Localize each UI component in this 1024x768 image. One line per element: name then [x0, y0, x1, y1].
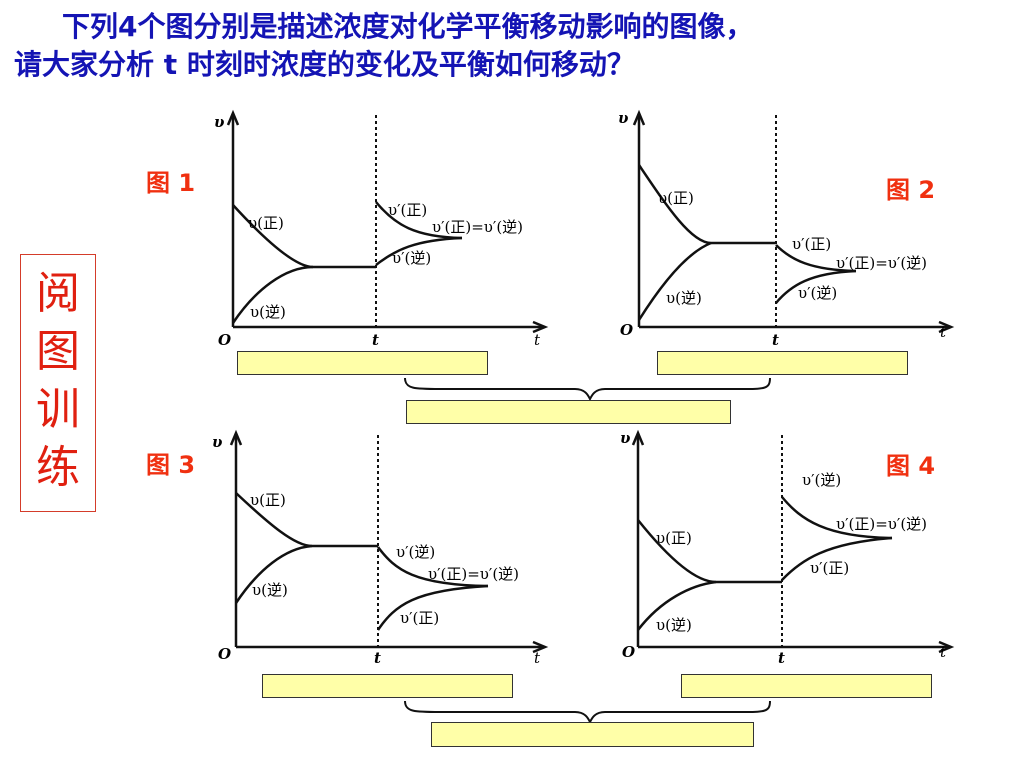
origin-label: O — [218, 331, 231, 349]
x-axis-label: t — [534, 331, 541, 349]
side-char: 训 — [36, 384, 80, 435]
curve-label-after-lower: υ′(正) — [400, 609, 439, 627]
origin-label: O — [218, 645, 231, 663]
figure-2-label: 图 2 — [886, 176, 936, 204]
curve-label-reverse: υ(逆) — [656, 616, 692, 634]
origin-label: O — [620, 321, 633, 339]
curve-after-forward-2 — [376, 584, 489, 631]
x-axis-arrow — [532, 320, 549, 334]
x-axis-arrow — [532, 640, 549, 654]
title-line-1: 下列4个图分别是描述浓度对化学平衡移动影响的图像， — [62, 10, 754, 43]
answer-box-conclusion-3-4[interactable] — [431, 722, 754, 747]
answer-box-figure-3[interactable] — [262, 674, 513, 698]
side-char: 图 — [36, 326, 80, 377]
figure-2-graph: υ O t t υ(正) υ(逆) υ′(正) υ′(逆) υ′(正)=υ′(逆… — [618, 109, 955, 349]
curve-label-reverse: υ(逆) — [252, 581, 288, 599]
curve-label-forward: υ(正) — [656, 529, 692, 547]
curve-after-reverse — [375, 236, 463, 266]
origin-label: O — [622, 643, 635, 661]
y-axis-arrow — [632, 109, 646, 126]
t-mark-label: t — [372, 331, 379, 349]
side-char: 练 — [36, 442, 80, 493]
curve-label-reverse: υ(逆) — [250, 303, 286, 321]
answer-box-figure-4[interactable] — [681, 674, 932, 698]
figure-1-graph: υ O t t υ(正) υ(逆) υ′(正) υ′(逆) υ′(正)=υ′(逆… — [214, 109, 549, 349]
t-mark-label: t — [374, 649, 381, 667]
brace-lower — [404, 700, 771, 725]
curve-label-after-reverse: υ′(逆) — [392, 249, 431, 267]
figure-4-graph: υ O t t υ(正) υ(逆) υ′(逆) υ′(正) υ′(正)=υ′(逆… — [620, 429, 955, 667]
x-axis-label: t — [940, 323, 947, 341]
curve-after-reverse-2 — [376, 546, 489, 588]
y-axis-label: υ — [618, 109, 629, 127]
answer-box-conclusion-1-2[interactable] — [406, 400, 731, 424]
figure-1-label: 图 1 — [146, 169, 196, 197]
x-axis-label: t — [940, 643, 947, 661]
y-axis-label: υ — [214, 113, 225, 131]
x-axis-arrow — [938, 320, 955, 334]
curve-label-equal: υ′(正)=υ′(逆) — [428, 565, 519, 583]
y-axis-arrow — [229, 429, 243, 446]
y-axis-label: υ — [620, 429, 631, 447]
title-line-2: 请大家分析 t 时刻时浓度的变化及平衡如何移动？ — [14, 48, 635, 81]
curve-label-equal: υ′(正)=υ′(逆) — [836, 515, 927, 533]
brace-upper — [404, 377, 771, 402]
curve-reverse — [234, 544, 313, 604]
curve-label-reverse: υ(逆) — [666, 289, 702, 307]
x-axis-arrow — [938, 640, 955, 654]
x-axis-label: t — [534, 649, 541, 667]
curve-label-forward: υ(正) — [250, 491, 286, 509]
curve-label-after-forward: υ′(正) — [792, 235, 831, 253]
curve-label-equal: υ′(正)=υ′(逆) — [836, 254, 927, 272]
t-mark-label: t — [772, 331, 779, 349]
figure-3-label: 图 3 — [146, 451, 196, 479]
curve-label-equal: υ′(正)=υ′(逆) — [432, 218, 523, 236]
curve-label-after-forward: υ′(正) — [388, 201, 427, 219]
figure-3-graph: υ O t t υ(正) υ(逆) υ′(逆) υ′(正) υ′(正)=υ′(逆… — [212, 429, 549, 667]
curve-label-forward: υ(正) — [248, 214, 284, 232]
answer-box-figure-2[interactable] — [657, 351, 908, 375]
curve-label-after-upper: υ′(逆) — [396, 543, 435, 561]
curve-reverse — [231, 265, 314, 324]
reading-practice-label: 阅 图 训 练 — [20, 254, 96, 512]
curve-after-forward — [775, 244, 857, 273]
curve-after-lower — [781, 536, 893, 581]
y-axis-label: υ — [212, 433, 223, 451]
figure-4-label: 图 4 — [886, 452, 936, 480]
curve-after-reverse — [775, 269, 857, 304]
curve-label-after-lower: υ′(正) — [810, 559, 849, 577]
answer-box-figure-1[interactable] — [237, 351, 488, 375]
y-axis-arrow — [226, 109, 240, 126]
y-axis-arrow — [631, 429, 645, 446]
curve-after-forward — [375, 201, 463, 240]
curve-label-forward: υ(正) — [658, 189, 694, 207]
curve-reverse — [637, 580, 717, 631]
t-mark-label: t — [778, 649, 785, 667]
curve-after-upper — [781, 496, 893, 540]
curve-label-after-reverse: υ′(逆) — [798, 284, 837, 302]
curve-reverse — [637, 241, 712, 321]
curve-label-after-upper: υ′(逆) — [802, 471, 841, 489]
question-title: 下列4个图分别是描述浓度对化学平衡移动影响的图像， 请大家分析 t 时刻时浓度的… — [14, 8, 1019, 84]
side-char: 阅 — [36, 268, 80, 319]
